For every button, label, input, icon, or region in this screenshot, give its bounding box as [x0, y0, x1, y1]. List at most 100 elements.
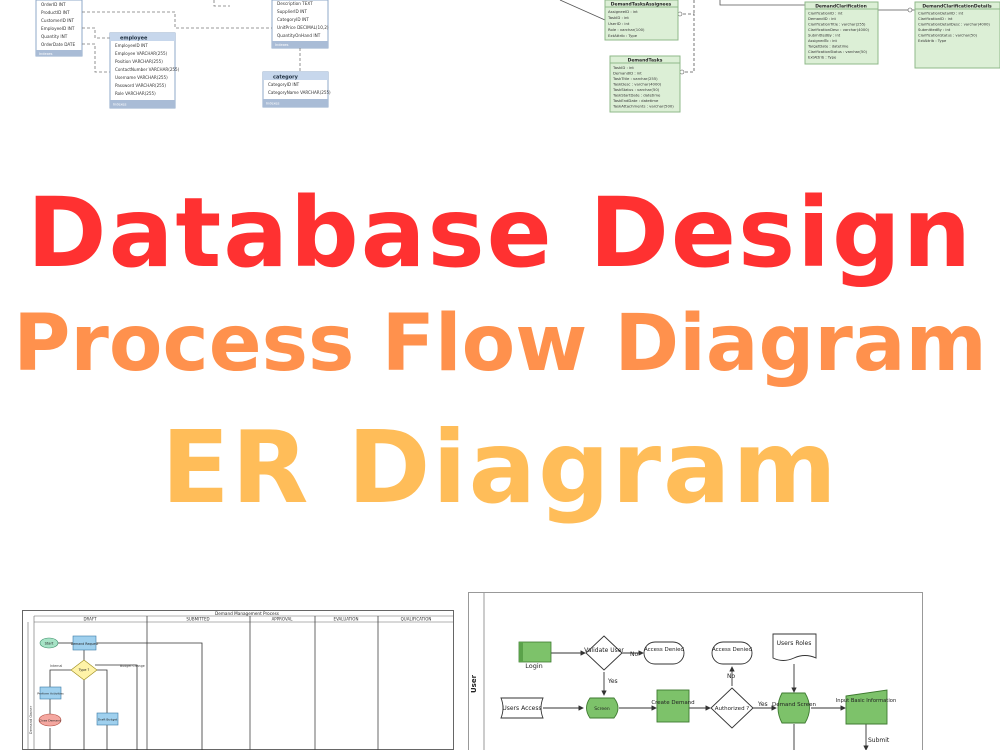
svg-text:Start: Start	[45, 642, 54, 646]
employee-field: Employee VARCHAR(255)	[115, 51, 168, 56]
order-field: OrderDate DATE	[41, 42, 75, 47]
category-table: category CategoryID INT CategoryName VAR…	[262, 71, 331, 108]
table-field: ClarificationTitle : varchar(255)	[808, 23, 866, 27]
order-table: OrderID INT ProductID INT CustomerID INT…	[35, 0, 83, 57]
swimlane-diagram: Demand Management Process Demand Owner D…	[22, 610, 454, 750]
svg-text:Screen: Screen	[594, 706, 610, 712]
product-field: UnitPrice DECIMAL(10,2)	[277, 25, 329, 30]
indexes-label: Indexes	[275, 43, 289, 47]
yes-label: Yes	[607, 678, 618, 685]
relation-line	[719, 0, 805, 6]
table-title: DemandTasksAssignees	[611, 2, 672, 8]
table-field: ClarificationDetailID : int	[918, 12, 964, 16]
headline-er-diagram: ER Diagram	[161, 409, 839, 526]
demand-tasks-table: DemandTasks TaskID : int DemandID : int …	[609, 55, 681, 113]
table-field: DemandID : int	[613, 71, 642, 76]
table-field: Role : varchar(100)	[608, 27, 645, 32]
svg-text:Access Denied: Access Denied	[712, 647, 752, 653]
table-field: DemandID : int	[808, 17, 837, 21]
screen-node: Screen	[586, 697, 619, 719]
flow-arrow	[49, 678, 108, 750]
no-label: No	[630, 651, 638, 658]
swimlane-column-header: SUBMITTED	[186, 617, 209, 622]
flow-arrow	[95, 664, 138, 750]
table-field: ClarificationDetailDesc : varchar(4000)	[918, 23, 990, 27]
lane-label: User	[470, 674, 478, 693]
employee-field: Password VARCHAR(255)	[115, 83, 166, 88]
internal-label: Internal	[50, 664, 62, 668]
table-field: ExtAttrib : Type	[808, 56, 837, 60]
relation-line	[559, 0, 606, 21]
table-field: TaskTitle : varchar(255)	[612, 76, 658, 81]
process-flowchart: User Login Validate User No Access Denie…	[468, 592, 923, 750]
close-demand-node: Close Demand	[38, 713, 62, 727]
order-field: CustomerID INT	[41, 18, 74, 23]
headline-process-flow-diagram: Process Flow Diagram	[13, 299, 987, 389]
table-field: TaskAttachments : varchar(500)	[612, 104, 674, 109]
users-access-node: Users Access	[500, 697, 544, 719]
validate-user-node: Validate User	[584, 635, 624, 671]
table-field: TaskDesc : varchar(4000)	[612, 82, 662, 87]
order-field: EmployeeID INT	[41, 26, 75, 31]
start-node: Start	[39, 637, 59, 649]
category-title: category	[273, 75, 299, 81]
swimlane-column-header: QUALIFICATION	[401, 617, 432, 622]
create-demand-node: Create Demand	[651, 689, 695, 723]
svg-text:Draft Budget: Draft Budget	[98, 718, 118, 722]
order-field: ProductID INT	[41, 10, 70, 15]
access-denied-node: Access Denied	[643, 641, 685, 665]
table-field: ClarificationDesc : varchar(4000)	[808, 28, 870, 32]
flow-arrow	[49, 669, 73, 687]
relation-end	[677, 11, 683, 17]
employee-field: Username VARCHAR(255)	[115, 75, 168, 80]
svg-text:Authorized ?: Authorized ?	[715, 706, 750, 712]
svg-text:Perform Activities: Perform Activities	[37, 692, 64, 696]
budget-change-label: Budget Change	[120, 664, 145, 668]
table-field: ExtAttrib : Type	[608, 33, 638, 38]
product-field: CategoryID INT	[277, 17, 309, 22]
login-node: Login	[518, 641, 552, 670]
table-field: UserID : int	[608, 21, 630, 26]
indexes-label: Indexes	[113, 103, 127, 107]
employee-table: employee EmployeeID INT Employee VARCHAR…	[109, 32, 180, 109]
input-basic-information-node: Input Basic Information	[836, 689, 897, 725]
svg-text:Close Demand: Close Demand	[39, 719, 61, 723]
svg-text:Create Demand: Create Demand	[651, 700, 694, 706]
table-field: SubmittedBy : int	[918, 28, 951, 32]
svg-text:Input Basic Information: Input Basic Information	[836, 698, 897, 704]
product-field: SupplierID INT	[277, 9, 307, 14]
demand-clarification-table: DemandClarification ClarificationID : in…	[804, 1, 879, 65]
perform-activities-node: Perform Activities	[37, 686, 64, 700]
table-field: AssignedTo : int	[808, 39, 838, 43]
svg-text:Type ?: Type ?	[78, 668, 90, 672]
svg-text:Users Access: Users Access	[502, 705, 541, 712]
indexes-label: Indexes	[39, 52, 53, 56]
svg-text:Login: Login	[525, 662, 543, 670]
table-field: TaskStatus : varchar(50)	[612, 87, 660, 92]
table-title: DemandClarification	[815, 4, 867, 10]
relation-end	[679, 69, 685, 75]
yes-label: Yes	[757, 701, 768, 708]
swimlane-column-header: APPROVAL	[272, 617, 294, 622]
table-field: ClarificationID : int	[918, 17, 953, 21]
draft-budget-node: Draft Budget	[96, 712, 119, 726]
submit-label: Submit	[868, 737, 890, 744]
employee-title: employee	[120, 36, 148, 42]
table-field: TaskEndDate : datetime	[612, 98, 659, 103]
swimlane-title: Demand Management Process	[215, 611, 279, 616]
flow-arrow	[95, 669, 108, 713]
table-field: ClarificationStatus : varchar(50)	[918, 34, 978, 38]
swimlane-column-header: DRAFT	[83, 617, 97, 622]
indexes-label: Indexes	[266, 102, 280, 106]
table-title: DemandTasks	[628, 58, 663, 64]
no-label: No	[727, 673, 735, 680]
svg-text:Demand Request: Demand Request	[71, 642, 99, 646]
demand-screen-node: Demand Screen	[772, 692, 817, 724]
er-diagram-right: DemandTasksAssignees AssigneeID : int Ta…	[559, 0, 1000, 113]
table-field: ClarificationID : int	[808, 12, 843, 16]
svg-text:Users Roles: Users Roles	[777, 640, 812, 647]
order-field: Quantity INT	[41, 34, 68, 39]
table-field: ExtAttrib : Type	[918, 39, 947, 43]
relation-end	[907, 7, 913, 13]
relation-line	[213, 0, 230, 7]
